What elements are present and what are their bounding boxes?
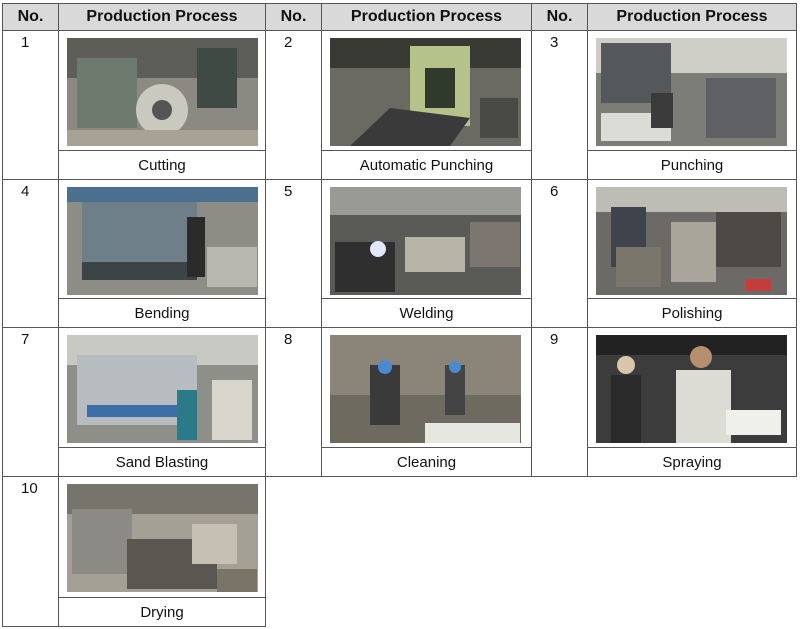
drying-photo [67, 484, 258, 592]
step-caption: Punching [588, 150, 796, 179]
welding-photo [330, 187, 521, 295]
header-no-2: No. [265, 3, 322, 31]
step-number: 1 [2, 30, 59, 180]
step-cell: Welding [321, 179, 532, 328]
header-process-3: Production Process [587, 3, 797, 31]
step-cell: Cleaning [321, 327, 532, 477]
step-caption: Polishing [588, 298, 796, 327]
step-number: 10 [2, 476, 59, 627]
step-number: 3 [531, 30, 588, 180]
header-process-2: Production Process [321, 3, 532, 31]
step-number: 5 [265, 179, 322, 328]
step-number: 9 [531, 327, 588, 477]
header-process-1: Production Process [58, 3, 266, 31]
step-caption: Cleaning [322, 447, 531, 476]
polishing-photo [596, 187, 787, 295]
step-caption: Cutting [59, 150, 265, 179]
cutting-machine-photo [67, 38, 258, 146]
step-cell: Bending [58, 179, 266, 328]
step-cell: Polishing [587, 179, 797, 328]
step-number: 8 [265, 327, 322, 477]
bending-photo [67, 187, 258, 295]
step-number: 4 [2, 179, 59, 328]
cleaning-photo [330, 335, 521, 443]
step-caption: Sand Blasting [59, 447, 265, 476]
header-no-1: No. [2, 3, 59, 31]
step-cell: Drying [58, 476, 266, 627]
step-cell: Punching [587, 30, 797, 180]
step-caption: Welding [322, 298, 531, 327]
header-no-3: No. [531, 3, 588, 31]
step-number: 7 [2, 327, 59, 477]
punching-photo [596, 38, 787, 146]
spraying-photo [596, 335, 787, 443]
step-number: 2 [265, 30, 322, 180]
sand-blasting-photo [67, 335, 258, 443]
step-caption: Drying [59, 597, 265, 626]
step-number: 6 [531, 179, 588, 328]
step-caption: Automatic Punching [322, 150, 531, 179]
step-caption: Bending [59, 298, 265, 327]
step-cell: Cutting [58, 30, 266, 180]
step-cell: Sand Blasting [58, 327, 266, 477]
step-cell: Automatic Punching [321, 30, 532, 180]
automatic-punching-photo [330, 38, 521, 146]
step-caption: Spraying [588, 447, 796, 476]
step-cell: Spraying [587, 327, 797, 477]
